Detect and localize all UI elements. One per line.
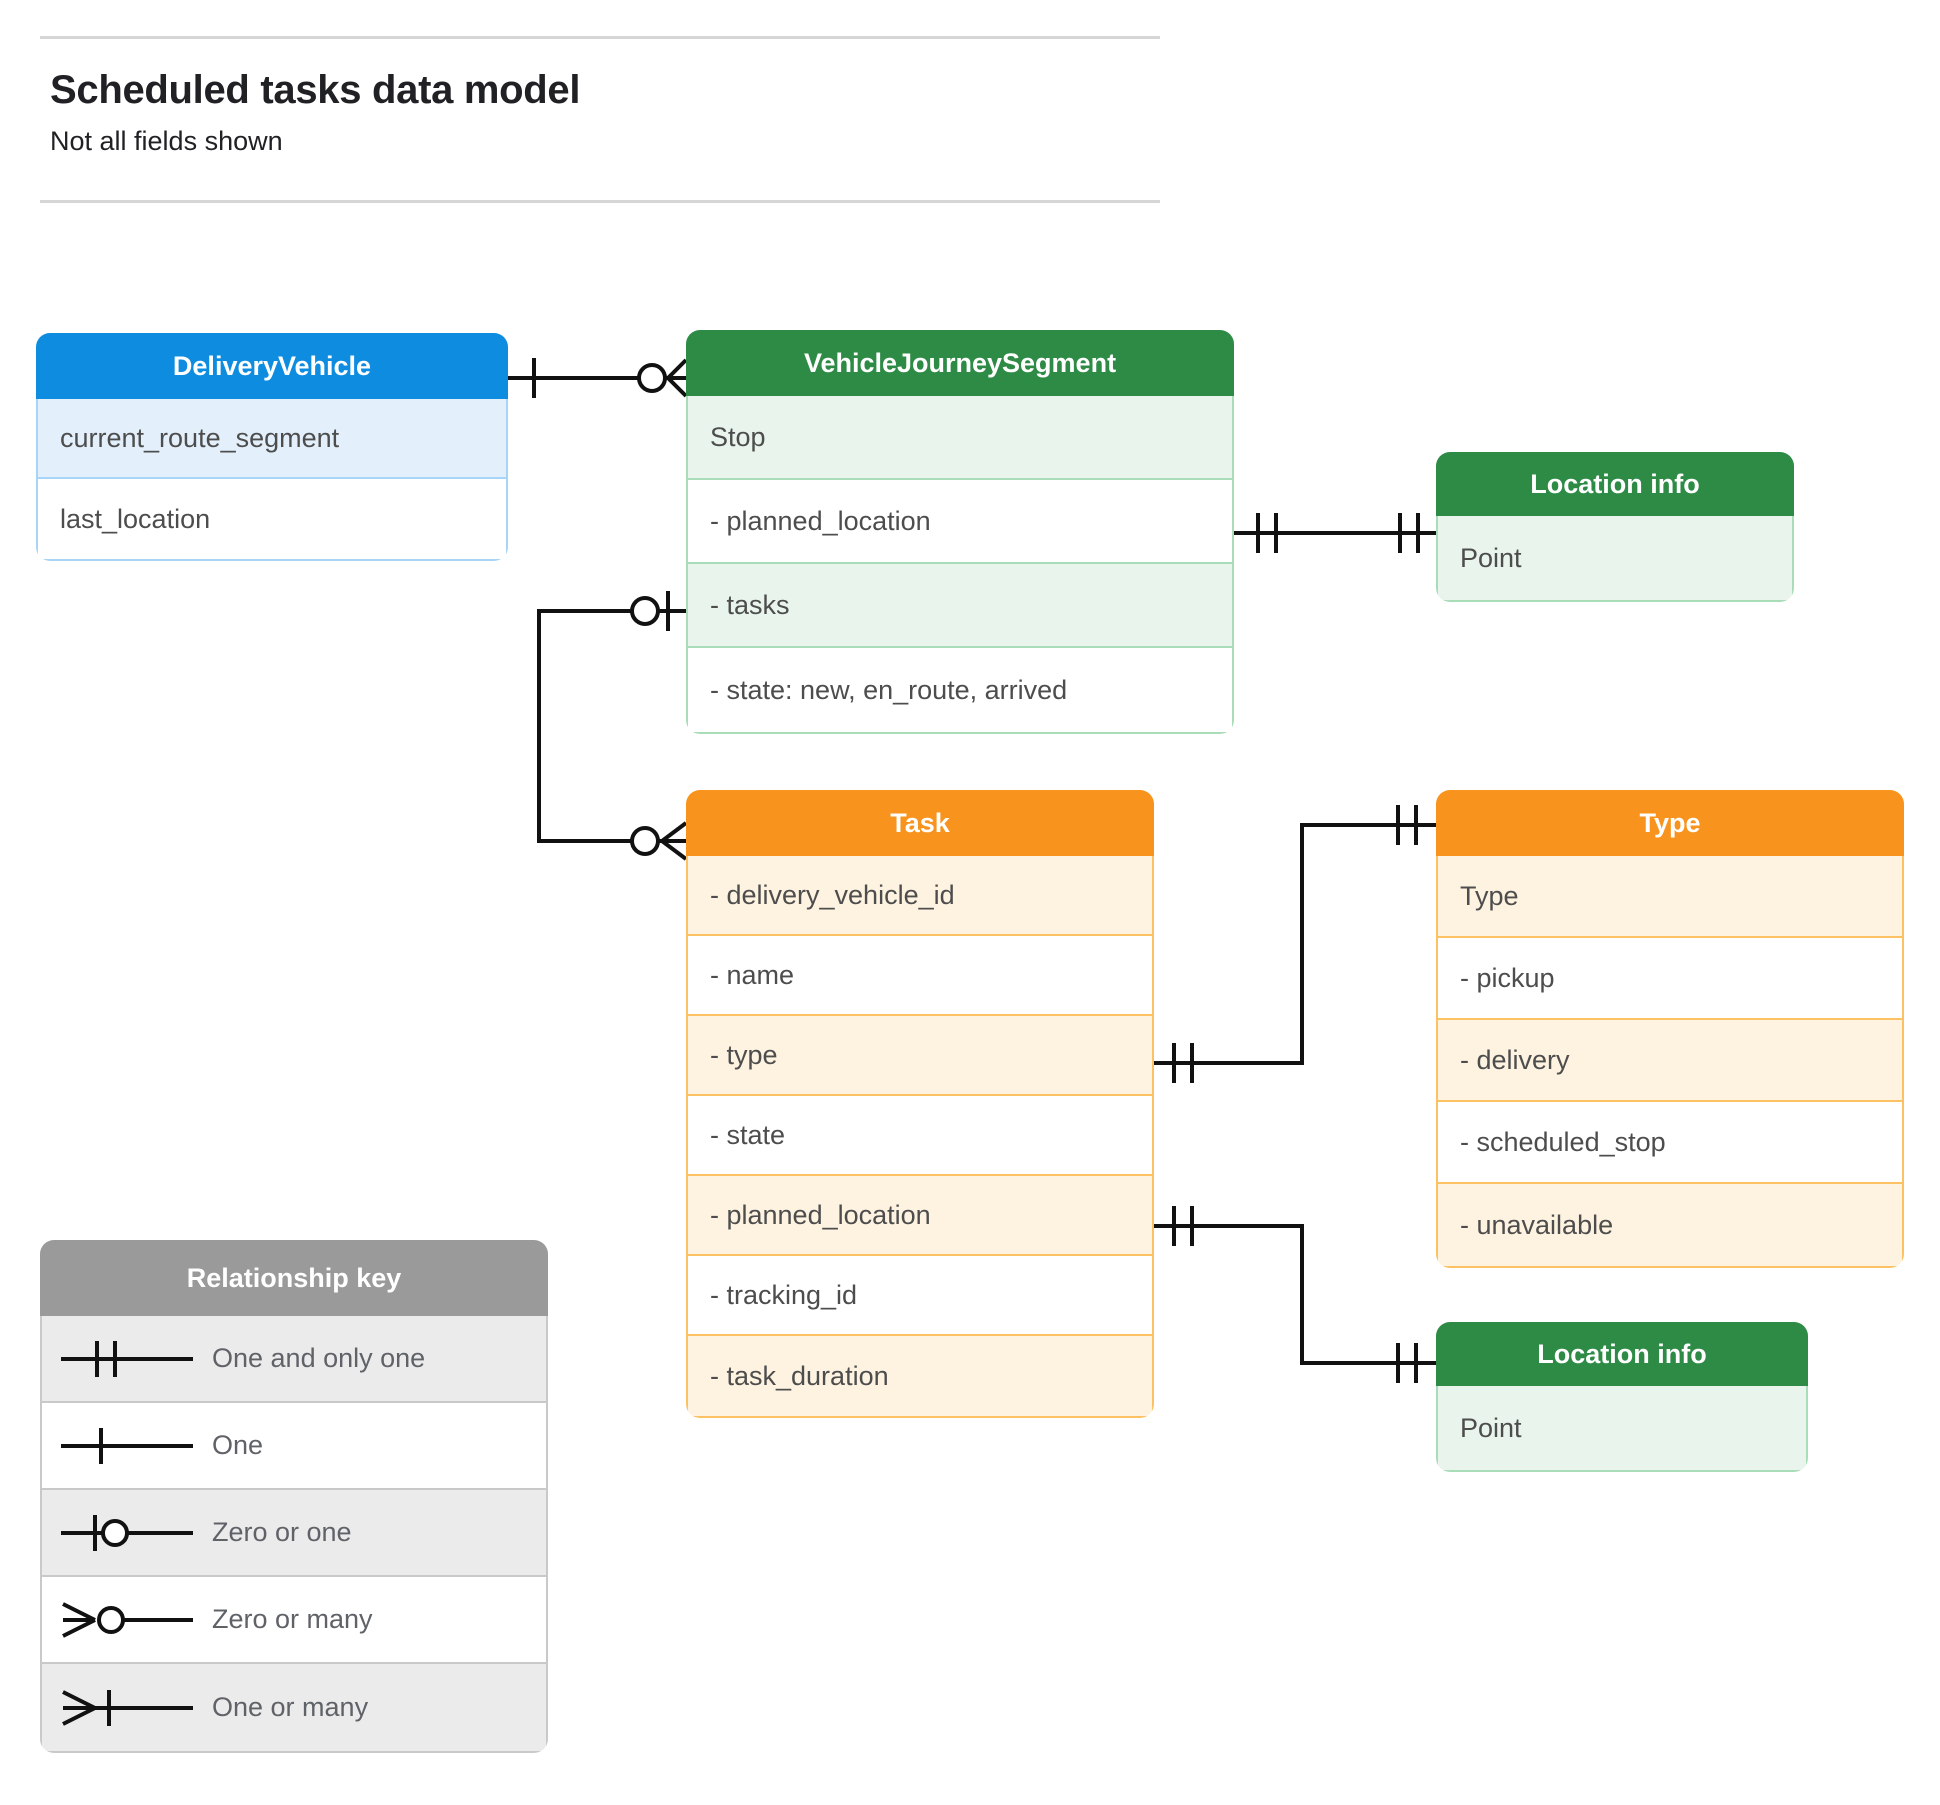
field-row: Type xyxy=(1438,856,1902,938)
field-row: Point xyxy=(1438,1386,1806,1470)
connector-task-type-to-type xyxy=(1154,805,1436,1083)
page-subtitle: Not all fields shown xyxy=(50,126,283,156)
entity-fields-delivery-vehicle: current_route_segment last_location xyxy=(36,399,508,561)
header-divider-top xyxy=(40,36,1160,39)
entity-fields-location-info-top: Point xyxy=(1436,516,1794,602)
relationship-key-legend[interactable]: Relationship key One and only one xyxy=(40,1240,548,1753)
field-row: - pickup xyxy=(1438,938,1902,1020)
field-row: - scheduled_stop xyxy=(1438,1102,1902,1184)
entity-delivery-vehicle[interactable]: DeliveryVehicle current_route_segment la… xyxy=(36,333,508,561)
entity-vehicle-journey-segment[interactable]: VehicleJourneySegment Stop - planned_loc… xyxy=(686,330,1234,734)
connector-deliveryvehicle-to-vehiclejourneysegment xyxy=(508,358,688,398)
entity-title-task: Task xyxy=(686,790,1154,856)
entity-location-info-top[interactable]: Location info Point xyxy=(1436,452,1794,602)
entity-title-vehicle-journey-segment: VehicleJourneySegment xyxy=(686,330,1234,396)
entity-fields-vehicle-journey-segment: Stop - planned_location - tasks - state:… xyxy=(686,396,1234,734)
one-icon xyxy=(42,1424,212,1468)
field-row: - delivery xyxy=(1438,1020,1902,1102)
legend-item-zero-or-many: Zero or many xyxy=(42,1577,546,1664)
entity-title-type: Type xyxy=(1436,790,1904,856)
connector-vjs-plannedlocation-to-locationinfo xyxy=(1234,513,1436,553)
entity-fields-task: - delivery_vehicle_id - name - type - st… xyxy=(686,856,1154,1418)
legend-item-zero-or-one: Zero or one xyxy=(42,1490,546,1577)
one-or-many-icon xyxy=(42,1686,212,1730)
field-row: - delivery_vehicle_id xyxy=(688,856,1152,936)
legend-item-label: Zero or many xyxy=(212,1604,373,1634)
zero-or-many-icon xyxy=(42,1598,212,1642)
entity-title-location-info-top: Location info xyxy=(1436,452,1794,516)
page-title: Scheduled tasks data model xyxy=(50,68,581,112)
field-row: - task_duration xyxy=(688,1336,1152,1416)
entity-fields-location-info-bottom: Point xyxy=(1436,1386,1808,1472)
legend-title: Relationship key xyxy=(40,1240,548,1316)
field-row: - tasks xyxy=(688,564,1232,648)
one-and-only-one-icon xyxy=(42,1337,212,1381)
entity-location-info-bottom[interactable]: Location info Point xyxy=(1436,1322,1808,1472)
field-row: - state xyxy=(688,1096,1152,1176)
field-row: current_route_segment xyxy=(38,399,506,479)
legend-item-label: One xyxy=(212,1430,264,1460)
legend-item-label: One or many xyxy=(212,1692,369,1722)
legend-item-label: One and only one xyxy=(212,1343,426,1373)
entity-type[interactable]: Type Type - pickup - delivery - schedule… xyxy=(1436,790,1904,1268)
legend-item-one: One xyxy=(42,1403,546,1490)
connector-task-plannedlocation-to-locationinfo xyxy=(1154,1206,1436,1383)
legend-item-one-and-only-one: One and only one xyxy=(42,1316,546,1403)
field-row: Stop xyxy=(688,396,1232,480)
field-row: - unavailable xyxy=(1438,1184,1902,1266)
entity-task[interactable]: Task - delivery_vehicle_id - name - type… xyxy=(686,790,1154,1418)
entity-title-location-info-bottom: Location info xyxy=(1436,1322,1808,1386)
legend-item-label: Zero or one xyxy=(212,1517,352,1547)
field-row: Point xyxy=(1438,516,1792,600)
field-row: last_location xyxy=(38,479,506,559)
zero-or-one-icon xyxy=(42,1511,212,1555)
field-row: - type xyxy=(688,1016,1152,1096)
field-row: - state: new, en_route, arrived xyxy=(688,648,1232,732)
field-row: - name xyxy=(688,936,1152,1016)
legend-item-one-or-many: One or many xyxy=(42,1664,546,1751)
connector-vjs-tasks-to-task xyxy=(537,591,688,861)
field-row: - planned_location xyxy=(688,1176,1152,1256)
entity-fields-type: Type - pickup - delivery - scheduled_sto… xyxy=(1436,856,1904,1268)
entity-title-delivery-vehicle: DeliveryVehicle xyxy=(36,333,508,399)
field-row: - planned_location xyxy=(688,480,1232,564)
field-row: - tracking_id xyxy=(688,1256,1152,1336)
header-divider-bottom xyxy=(40,200,1160,203)
legend-rows: One and only one One xyxy=(40,1316,548,1753)
